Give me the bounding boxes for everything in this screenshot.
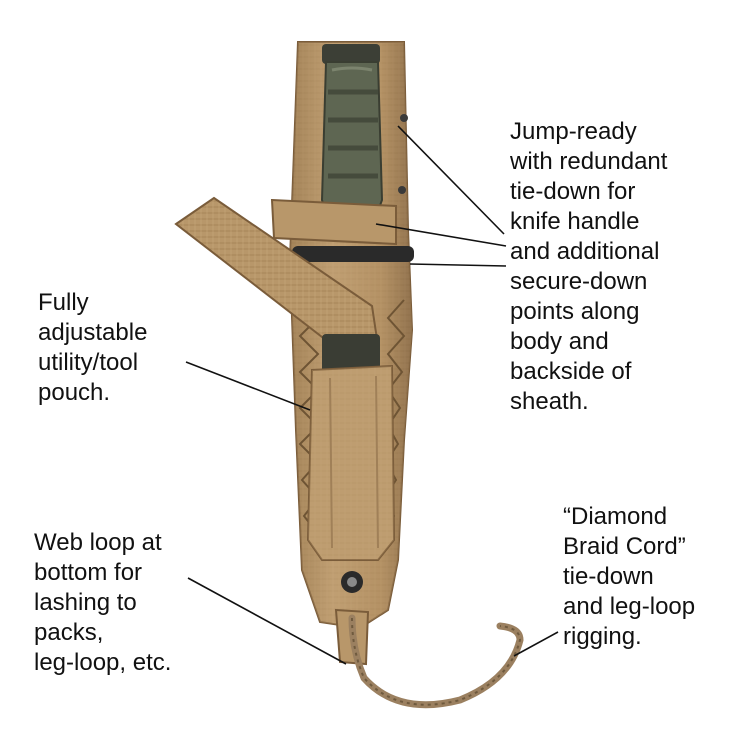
callout-line: Jump-ready	[510, 118, 637, 145]
callout-line: and leg-loop	[563, 593, 696, 620]
leader-line-cord	[513, 631, 559, 657]
callout-line: utility/tool	[38, 349, 139, 376]
callout-line: tie-down	[563, 563, 654, 590]
callout-line: leg-loop, etc.	[34, 649, 172, 676]
callout-line: Fully	[38, 289, 89, 316]
callout-line: packs,	[34, 619, 104, 646]
leader-line-pouch	[185, 361, 311, 411]
knife-handle	[320, 44, 384, 229]
pouch-flap	[174, 196, 380, 356]
callout-utility-pouch: Fully adjustable utility/tool pouch.	[38, 288, 147, 408]
leader-line-guard	[409, 263, 507, 267]
callout-line: knife handle	[510, 208, 640, 235]
callout-line: and additional	[510, 238, 660, 265]
callout-web-loop: Web loop at bottom for lashing to packs,…	[34, 528, 171, 678]
callout-line: pouch.	[38, 379, 111, 406]
leader-line-handle	[397, 125, 505, 235]
callout-line: tie-down for	[510, 178, 636, 205]
callout-line: sheath.	[510, 388, 589, 415]
callout-line: secure-down	[510, 268, 648, 295]
callout-line: rigging.	[563, 623, 642, 650]
knife-crossguard	[292, 246, 414, 262]
utility-pouch	[306, 334, 396, 561]
leader-lines	[185, 125, 559, 665]
callout-line: with redundant	[510, 148, 668, 175]
callout-line: body and	[510, 328, 609, 355]
leader-line-strap	[375, 223, 507, 247]
callout-line: adjustable	[38, 319, 148, 346]
handle-tie-down-strap	[270, 198, 397, 246]
callout-line: lashing to	[34, 589, 137, 616]
leader-line-loop	[187, 577, 347, 665]
callout-jump-ready: Jump-ready with redundant tie-down for k…	[510, 117, 667, 417]
callout-braid-cord: “Diamond Braid Cord” tie-down and leg-lo…	[563, 502, 695, 652]
callout-line: Braid Cord”	[563, 533, 686, 560]
callout-line: “Diamond	[563, 503, 668, 530]
callout-line: points along	[510, 298, 640, 325]
callout-line: bottom for	[34, 559, 143, 586]
callout-line: Web loop at	[34, 529, 162, 556]
diamond-braid-cord	[348, 614, 524, 709]
callout-line: backside of	[510, 358, 632, 385]
